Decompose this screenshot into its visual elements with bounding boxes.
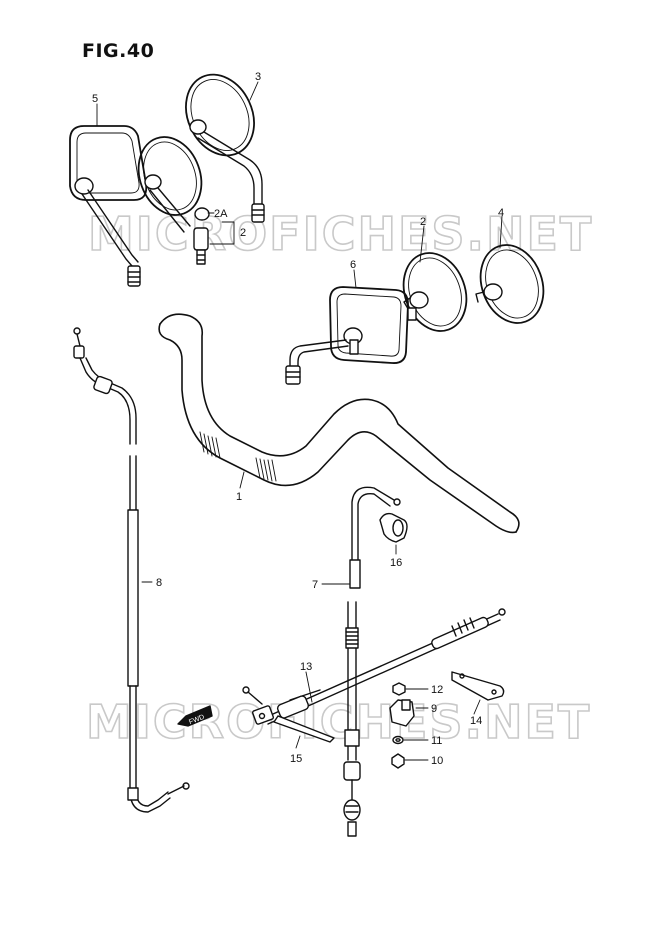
callout-3: 3 [255,71,261,83]
mirror-rectangular-right [285,286,409,385]
callout-9: 9 [431,703,437,715]
callout-1: 1 [236,491,242,503]
callout-6: 6 [350,259,356,271]
callout-2-top: 2 [240,227,246,239]
mirror-round-far-right [475,244,545,324]
callout-10: 10 [431,755,443,767]
fwd-arrow [177,705,213,727]
callout-12: 12 [431,684,443,696]
callout-11: 11 [431,735,442,747]
mirror-round-top-left [137,136,210,265]
callout-14: 14 [470,715,482,727]
bracket-hardware [389,682,415,769]
callout-2-mid: 2 [420,216,426,228]
callout-16: 16 [390,557,402,569]
callout-2A: 2A [214,208,228,220]
cable-center [343,486,401,837]
callout-13: 13 [300,661,312,673]
cable-tie [273,715,335,743]
watermark-bottom: MICROFICHES.NET [86,695,591,749]
mirror-round-top-right [185,73,265,223]
mirror-rectangular-left [69,125,148,287]
callout-15: 15 [290,753,302,765]
callout-4: 4 [498,207,504,219]
cable-diagonal [242,608,506,725]
callout-5: 5 [92,93,98,105]
cable-left [73,327,190,813]
figure-title: FIG.40 [82,40,155,62]
mirror-round-mid [402,252,468,332]
leader-lines [96,81,503,761]
callout-7: 7 [312,579,318,591]
cable-boot [379,512,408,543]
handlebar [158,313,520,534]
clamp-bracket [451,671,505,701]
callout-8: 8 [156,577,162,589]
